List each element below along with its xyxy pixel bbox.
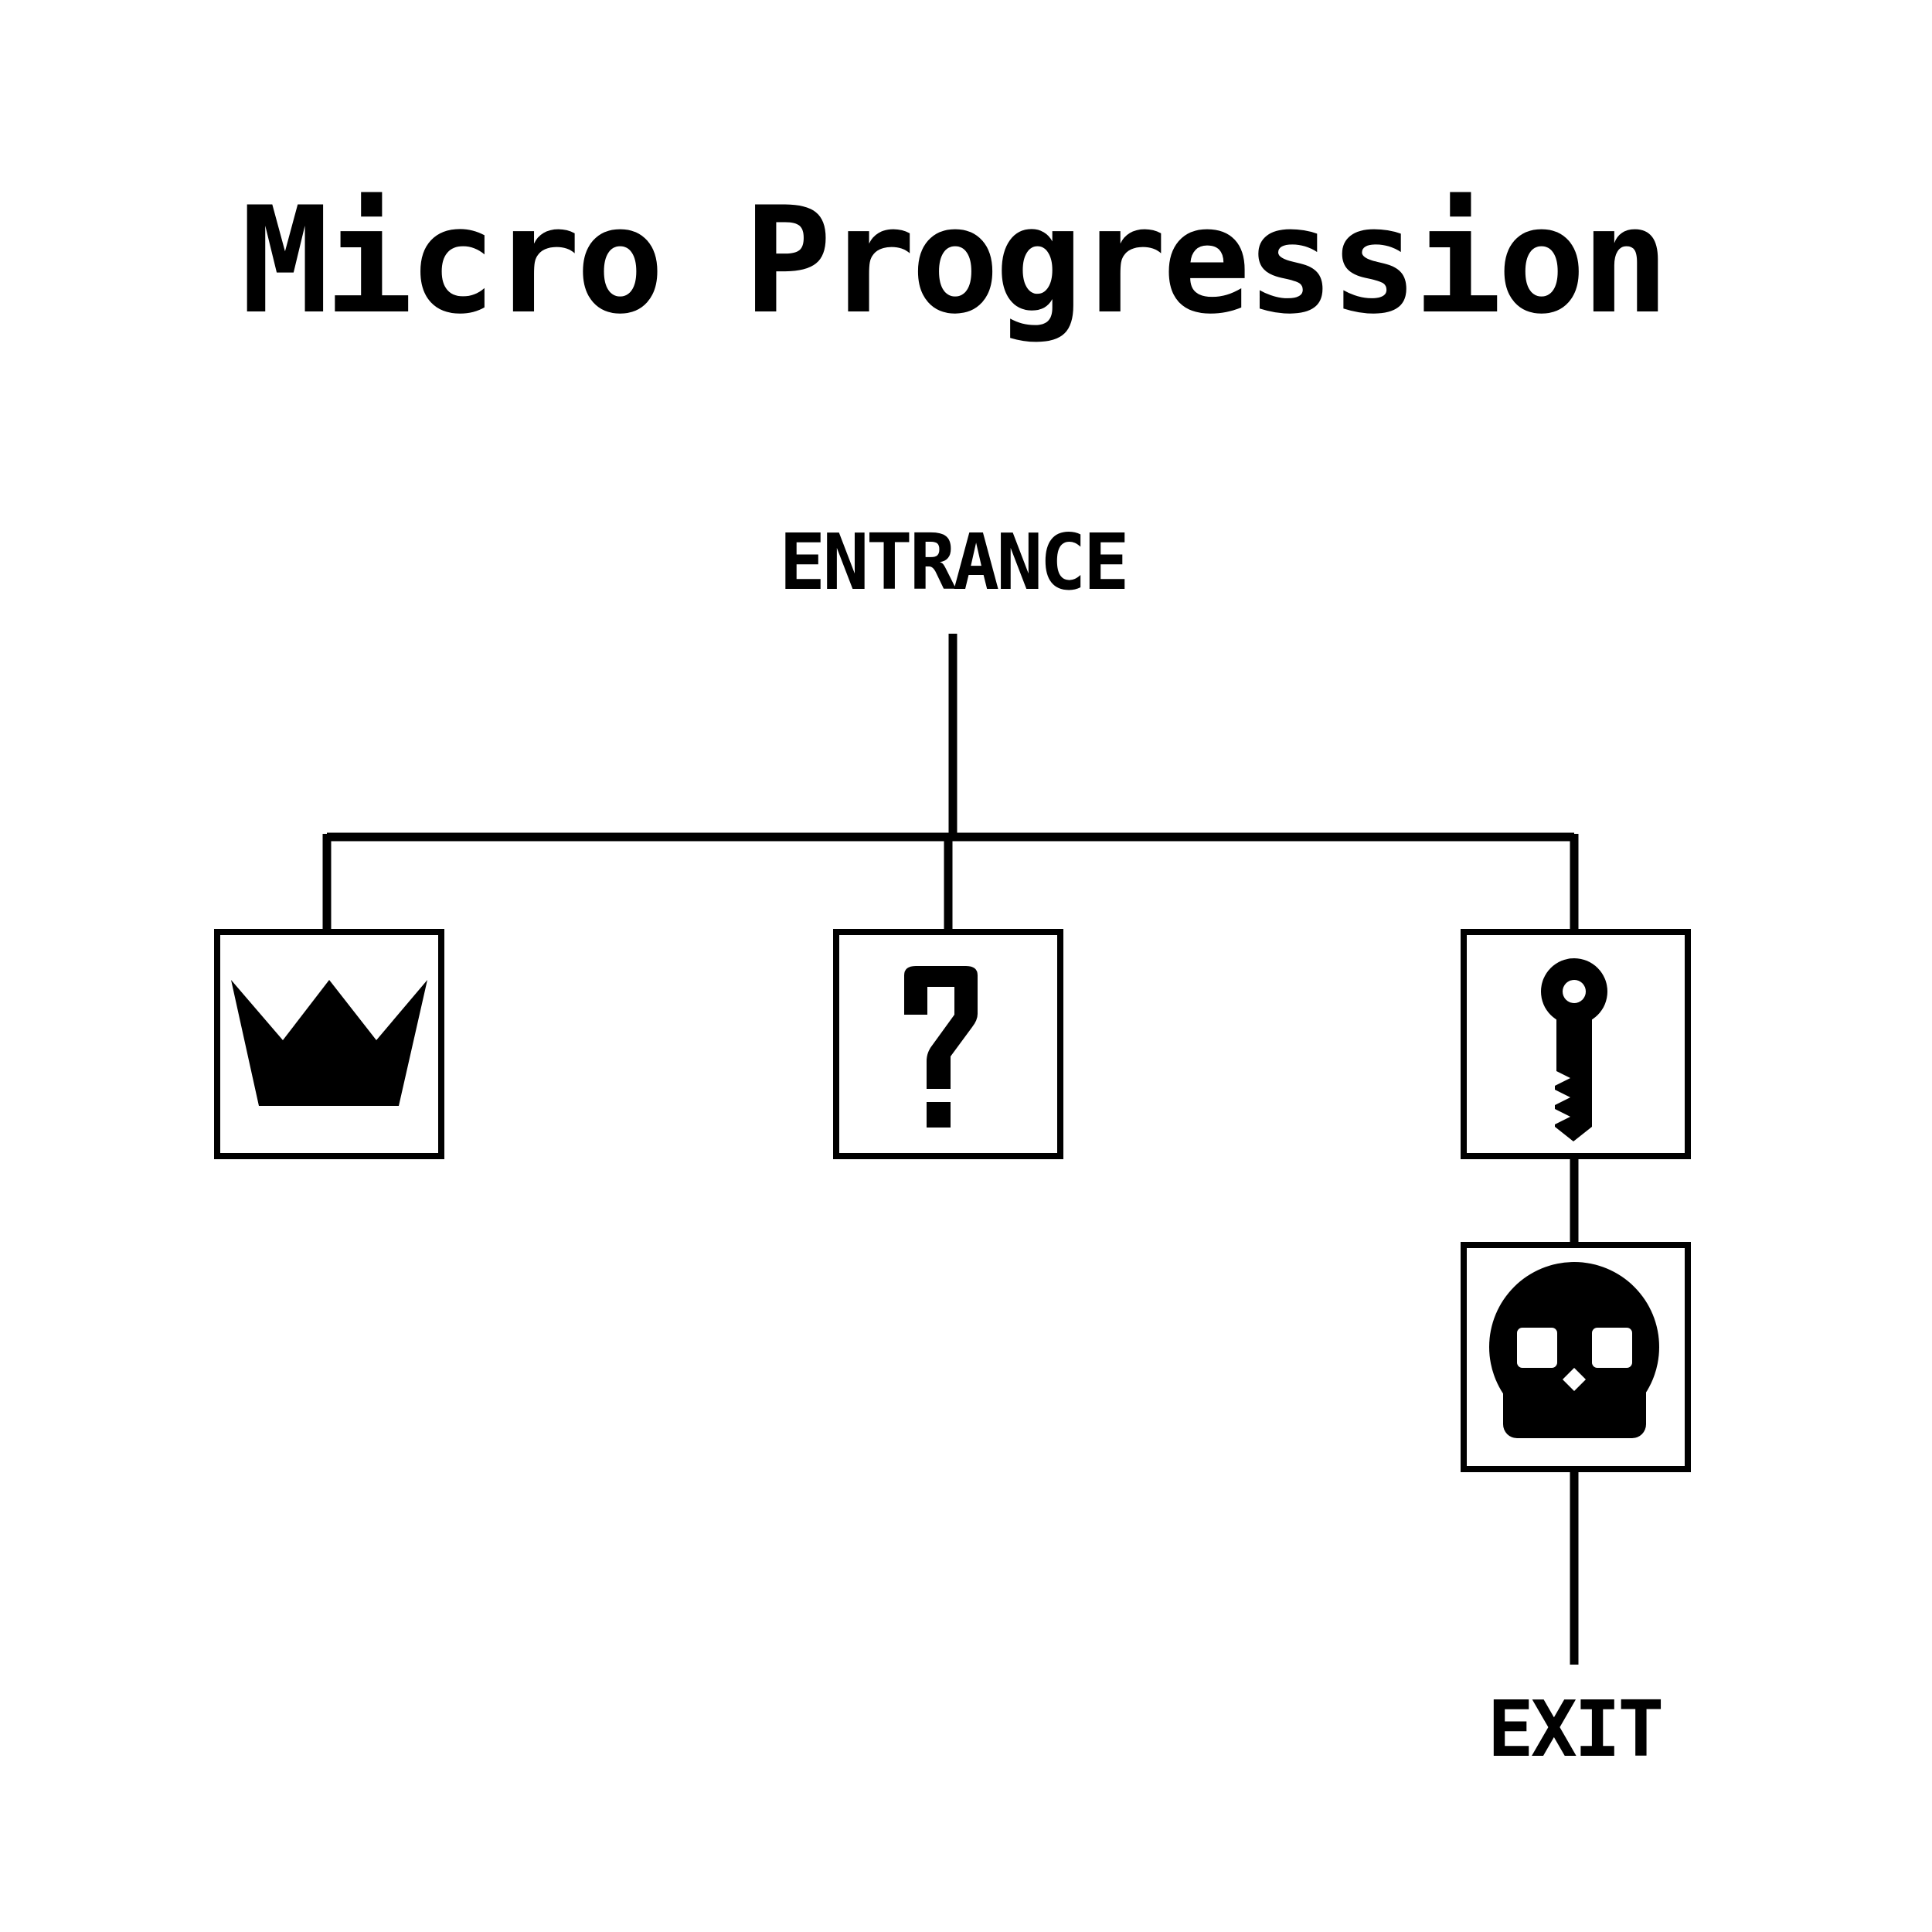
node-key[interactable] [1461,929,1691,1159]
key-icon [1541,958,1607,1141]
skull-icon [1489,1262,1659,1438]
exit-label: EXIT [1488,1684,1662,1774]
entrance-label: ENTRANCE [779,517,1127,607]
node-unknown[interactable] [833,929,1063,1159]
node-skull[interactable] [1461,1242,1691,1472]
diagram-title: Micro Progression [241,175,1665,346]
connectors [322,634,1579,1665]
question-mark-icon [904,966,978,1128]
node-crown[interactable] [214,929,444,1159]
crown-icon [231,980,427,1106]
